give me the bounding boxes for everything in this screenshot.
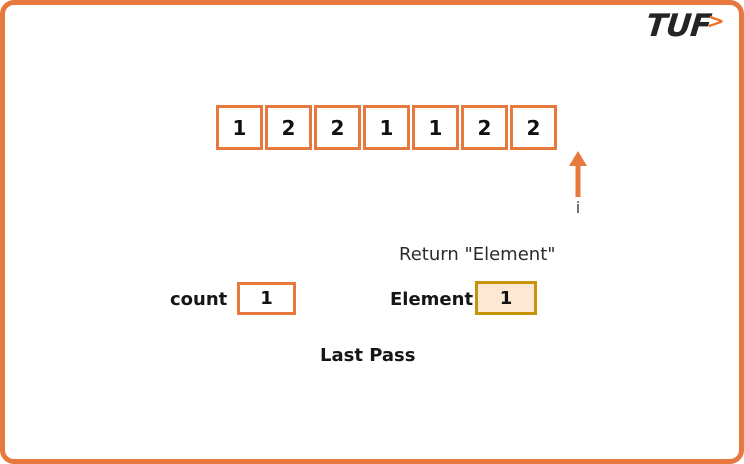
array-cell: 1: [412, 105, 459, 150]
array-cell: 2: [265, 105, 312, 150]
tuf-logo-text: TUF: [644, 8, 713, 44]
return-annotation: Return "Element": [399, 244, 556, 265]
array-cell: 2: [461, 105, 508, 150]
tuf-logo: TUF >: [644, 8, 727, 44]
last-pass-label: Last Pass: [320, 345, 416, 366]
up-arrow-icon: [569, 151, 587, 197]
tuf-logo-chevron-icon: >: [706, 9, 727, 33]
count-label: count: [170, 289, 228, 310]
count-value-box: 1: [237, 282, 296, 315]
array-cell: 1: [216, 105, 263, 150]
array-visualization: 1 2 2 1 1 2 2: [216, 105, 557, 150]
array-cell: 1: [363, 105, 410, 150]
element-label: Element: [390, 289, 474, 310]
array-cell: 2: [510, 105, 557, 150]
element-value-box: 1: [475, 281, 537, 315]
array-cell: 2: [314, 105, 361, 150]
index-pointer-label: i: [575, 198, 581, 217]
